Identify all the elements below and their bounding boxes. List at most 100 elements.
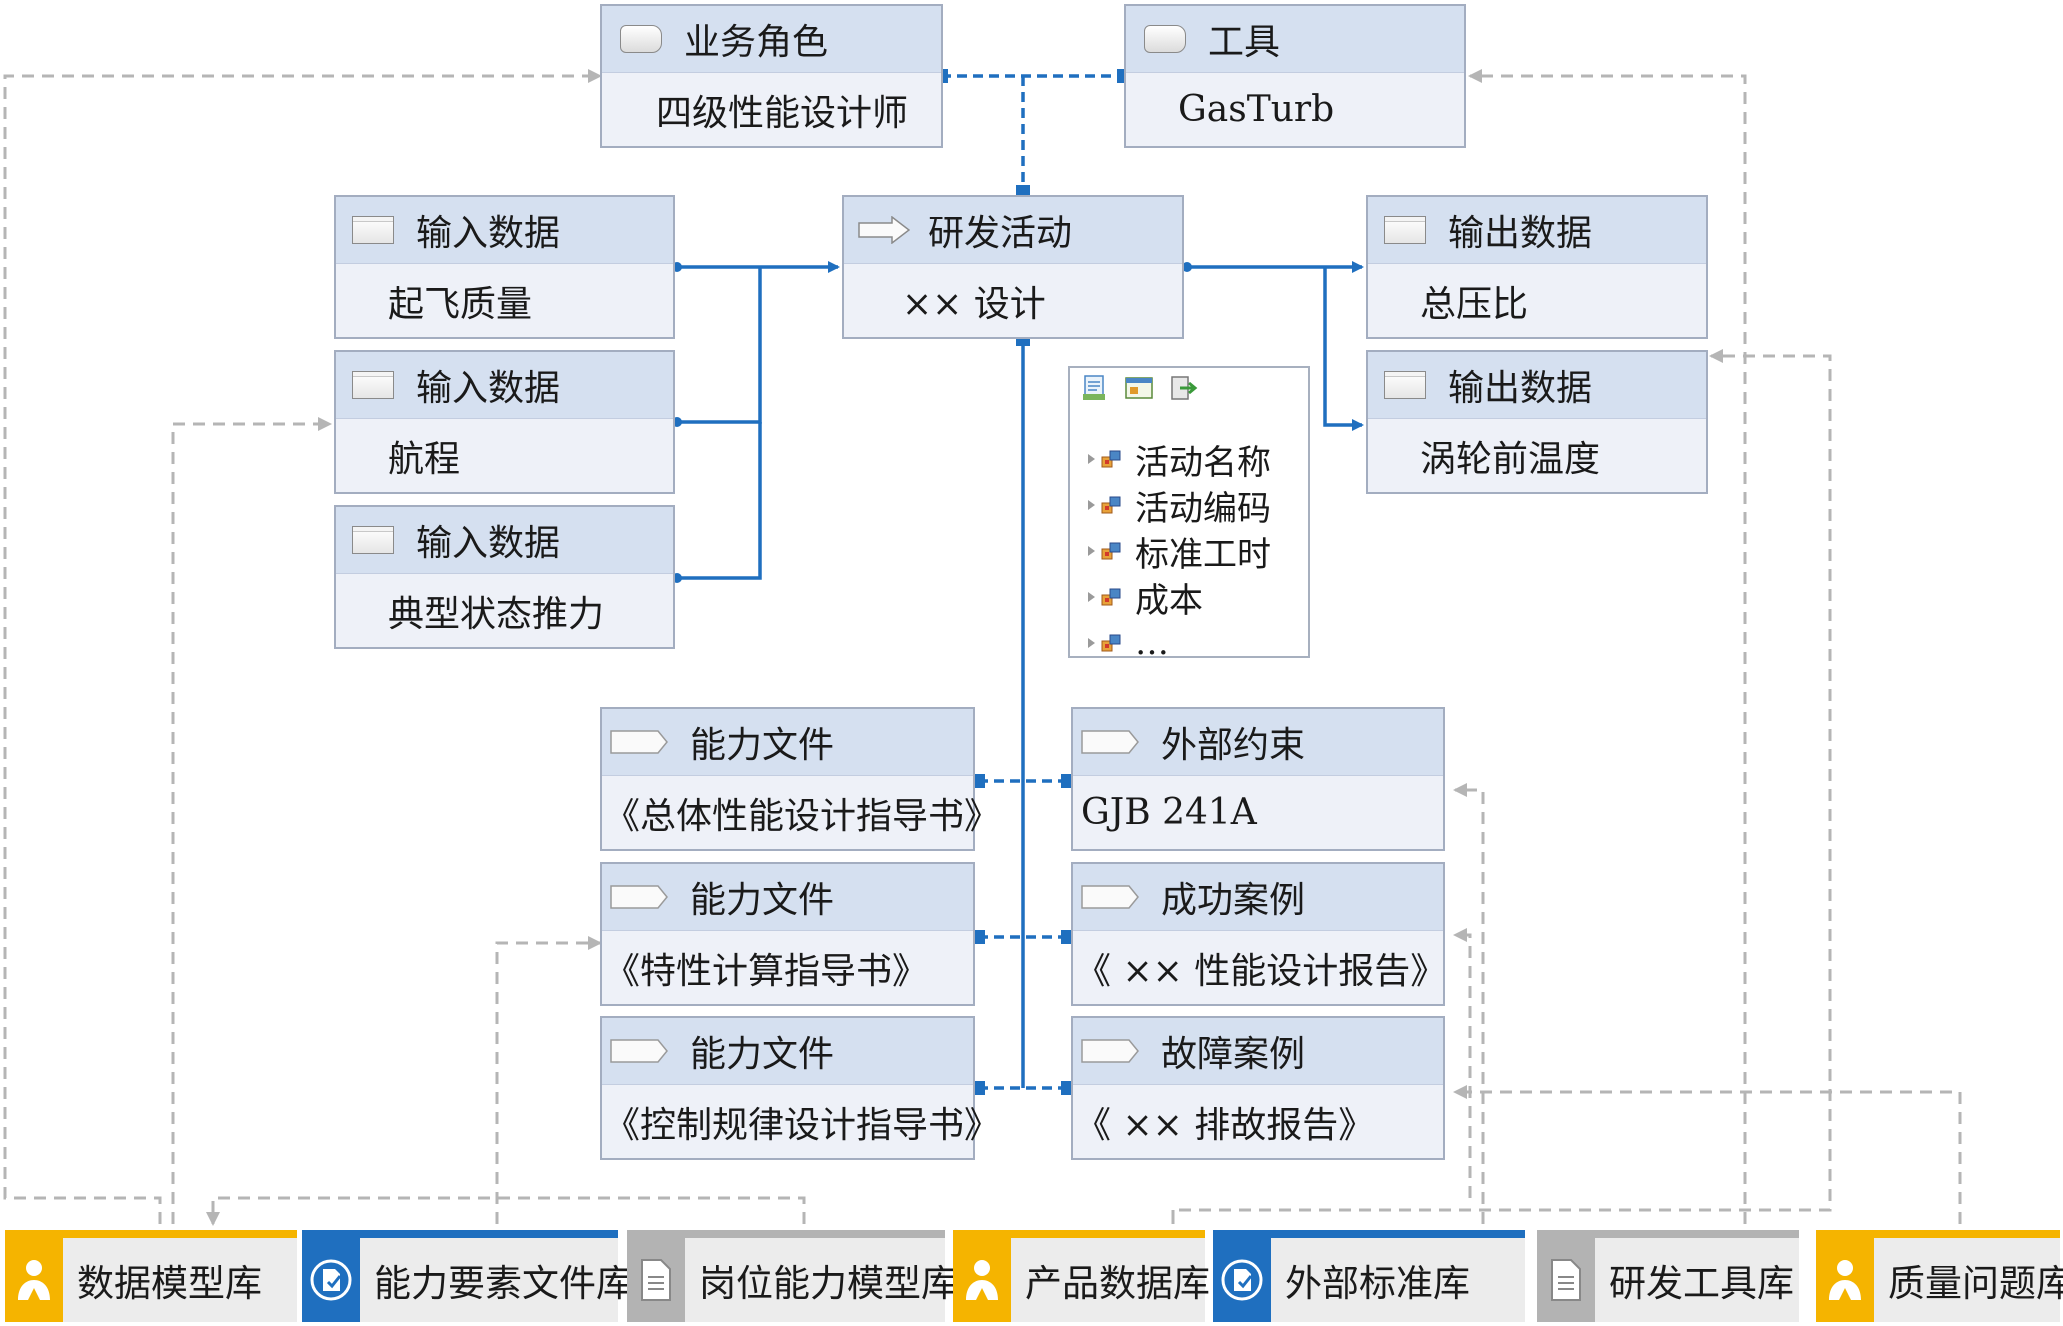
role-header: 业务角色	[684, 22, 829, 64]
tag-icon	[1081, 730, 1139, 754]
output-header: 输出数据	[1448, 213, 1593, 255]
library-data-model[interactable]: 数据模型库	[5, 1230, 297, 1322]
export-icon[interactable]	[1168, 374, 1198, 402]
property-node-icon	[1101, 450, 1121, 468]
expand-icon[interactable]	[1088, 546, 1095, 556]
property-node-icon	[1101, 542, 1121, 560]
library-capability-files[interactable]: 能力要素文件库	[302, 1230, 633, 1322]
constraint-header: 外部约束	[1161, 725, 1306, 767]
window-icon[interactable]	[1124, 374, 1154, 402]
property-node-icon	[1101, 588, 1121, 606]
library-label: 研发工具库	[1609, 1262, 1794, 1305]
library-product-data[interactable]: 产品数据库	[953, 1230, 1210, 1322]
link-out2	[1323, 267, 1364, 431]
capability-header: 能力文件	[690, 1034, 835, 1076]
property-item[interactable]: 成本	[1070, 574, 1271, 621]
link-datamodel-to-input	[171, 417, 332, 1224]
output-value: 总压比	[1420, 283, 1529, 325]
document-icon[interactable]	[1080, 374, 1110, 402]
input-node-2[interactable]: 输入数据 航程	[334, 350, 675, 494]
library-rd-tools[interactable]: 研发工具库	[1537, 1230, 1799, 1322]
tag-icon	[610, 885, 668, 909]
library-label: 质量问题库	[1888, 1262, 2063, 1305]
role-node[interactable]: 业务角色 四级性能设计师	[600, 4, 943, 148]
expand-icon[interactable]	[1088, 500, 1095, 510]
file-icon	[641, 1259, 671, 1301]
external-constraint-node[interactable]: 外部约束 GJB 241A	[1071, 707, 1445, 851]
data-table-icon	[352, 371, 394, 400]
success-case-node[interactable]: 成功案例 《 ×× 性能设计报告》	[1071, 862, 1447, 1006]
success-case-value: 《 ×× 性能设计报告》	[1075, 950, 1447, 992]
link-quality-lib	[1453, 1085, 1962, 1224]
tag-icon	[1081, 885, 1139, 909]
activity-properties-panel: 活动名称 活动编码 标准工时 成本 …	[1068, 366, 1310, 663]
document-badge-icon	[310, 1259, 352, 1301]
property-label: 标准工时	[1135, 534, 1271, 575]
library-external-standards[interactable]: 外部标准库	[1213, 1230, 1525, 1322]
property-item[interactable]: 活动名称	[1070, 436, 1271, 483]
link-std-lib	[1453, 783, 1485, 1224]
activity-header: 研发活动	[928, 213, 1073, 255]
document-badge-icon	[1221, 1259, 1263, 1301]
role-icon	[620, 25, 662, 54]
library-quality-issues[interactable]: 质量问题库	[1816, 1230, 2063, 1322]
tool-header: 工具	[1208, 22, 1281, 64]
expand-icon[interactable]	[1088, 592, 1095, 602]
tag-icon	[610, 730, 668, 754]
activity-value: ×× 设计	[902, 283, 1046, 325]
data-table-icon	[352, 526, 394, 555]
library-label: 能力要素文件库	[374, 1262, 633, 1305]
input-value: 航程	[388, 438, 461, 480]
library-label: 产品数据库	[1025, 1262, 1210, 1305]
input-value: 起飞质量	[388, 283, 533, 325]
link-role-to-lib	[3, 69, 602, 1224]
arrow-icon	[858, 216, 910, 245]
input-header: 输入数据	[416, 368, 561, 410]
failure-case-value: 《 ×× 排故报告》	[1075, 1104, 1375, 1146]
file-icon	[1551, 1259, 1581, 1301]
capability-value: 《特性计算指导书》	[604, 950, 929, 992]
library-post-capability[interactable]: 岗位能力模型库	[627, 1230, 958, 1322]
expand-icon[interactable]	[1088, 638, 1095, 648]
tool-node[interactable]: 工具 GasTurb	[1124, 4, 1466, 148]
library-label: 岗位能力模型库	[699, 1262, 958, 1305]
property-more: …	[1135, 623, 1169, 663]
capability-header: 能力文件	[690, 880, 835, 922]
failure-case-node[interactable]: 故障案例 《 ×× 排故报告》	[1071, 1016, 1445, 1160]
tool-value: GasTurb	[1178, 89, 1335, 131]
expand-icon[interactable]	[1088, 454, 1095, 464]
property-label: 活动名称	[1135, 442, 1271, 483]
library-label: 数据模型库	[77, 1262, 262, 1305]
role-value: 四级性能设计师	[656, 92, 909, 134]
data-table-icon	[1384, 216, 1426, 245]
property-node-icon	[1101, 496, 1121, 514]
capability-file-node-3[interactable]: 能力文件 《控制规律设计指导书》	[600, 1016, 1000, 1160]
output-node-1[interactable]: 输出数据 总压比	[1366, 195, 1708, 339]
people-icon	[18, 1260, 50, 1300]
property-item[interactable]: 活动编码	[1070, 482, 1271, 529]
link-input3	[677, 422, 762, 580]
property-item[interactable]: 标准工时	[1070, 528, 1271, 575]
link-std-lib-2	[1453, 928, 1472, 1198]
library-label: 外部标准库	[1285, 1262, 1470, 1305]
capability-value: 《总体性能设计指导书》	[604, 795, 1001, 837]
link-post-lib	[206, 1196, 806, 1226]
constraint-value: GJB 241A	[1081, 792, 1257, 834]
output-node-2[interactable]: 输出数据 涡轮前温度	[1366, 350, 1708, 494]
input-node-3[interactable]: 输入数据 典型状态推力	[334, 505, 675, 649]
property-item[interactable]: …	[1070, 620, 1271, 666]
activity-node[interactable]: 研发活动 ×× 设计	[842, 195, 1184, 339]
failure-case-header: 故障案例	[1161, 1034, 1306, 1076]
input-header: 输入数据	[416, 213, 561, 255]
property-label: 成本	[1135, 580, 1203, 621]
output-value: 涡轮前温度	[1420, 438, 1601, 480]
tag-icon	[610, 1039, 668, 1063]
capability-file-node-2[interactable]: 能力文件 《特性计算指导书》	[600, 862, 975, 1006]
capability-file-node-1[interactable]: 能力文件 《总体性能设计指导书》	[600, 707, 1000, 851]
input-header: 输入数据	[416, 523, 561, 565]
input-node-1[interactable]: 输入数据 起飞质量	[334, 195, 675, 339]
people-icon	[1829, 1260, 1861, 1300]
capability-value: 《控制规律设计指导书》	[604, 1104, 1001, 1146]
property-node-icon	[1101, 634, 1121, 652]
data-table-icon	[352, 216, 394, 245]
